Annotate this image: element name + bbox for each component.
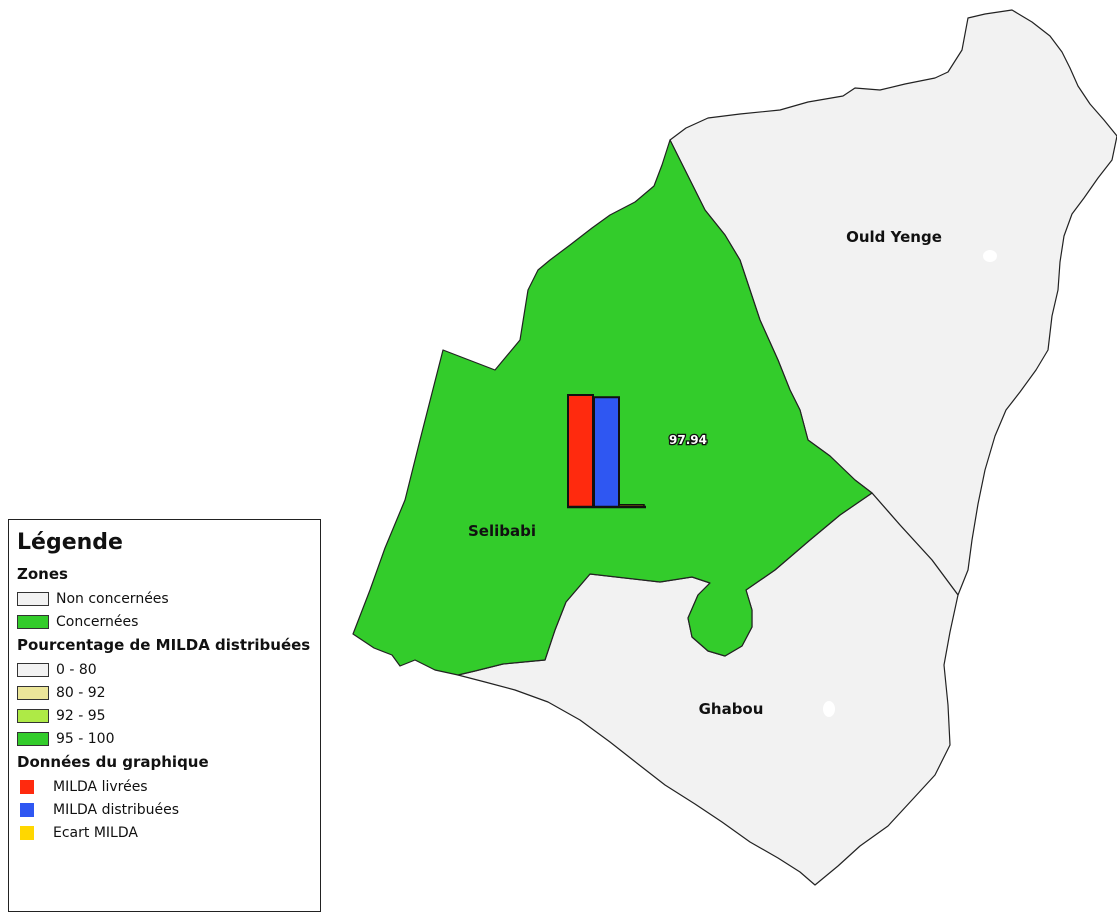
lake-ghabou <box>823 701 835 717</box>
legend-title: Légende <box>17 530 123 555</box>
chart-value-label: 97.94 <box>669 433 707 447</box>
legend-item: Concernées <box>17 610 312 633</box>
legend-label: Non concernées <box>56 590 169 607</box>
legend-swatch-ecart-milda <box>20 825 34 840</box>
legend-item: 95 - 100 <box>17 727 312 750</box>
bar-milda-livrees <box>567 394 594 508</box>
legend-label: 0 - 80 <box>56 661 97 678</box>
legend-swatch-0-80 <box>17 662 49 677</box>
legend-label: MILDA distribuées <box>53 801 180 818</box>
legend-item: Non concernées <box>17 587 312 610</box>
region-label-selibabi: Selibabi <box>468 522 536 540</box>
legend-label: 95 - 100 <box>56 730 115 747</box>
legend-zones-title: Zones <box>17 565 68 583</box>
legend-label: MILDA livrées <box>53 778 148 795</box>
selibabi-bar-chart <box>567 394 646 509</box>
legend-item: MILDA distribuées <box>17 798 312 821</box>
legend-item: MILDA livrées <box>17 775 312 798</box>
legend-swatch-non-concernees <box>17 591 49 606</box>
legend-chart-data-title: Données du graphique <box>17 753 209 771</box>
legend-swatch-80-92 <box>17 685 49 700</box>
legend-swatch-95-100 <box>17 731 49 746</box>
legend-swatch-concernees <box>17 614 49 629</box>
legend: Légende Zones Non concernées Concernées … <box>8 519 321 912</box>
legend-item: 80 - 92 <box>17 681 312 704</box>
legend-label: Ecart MILDA <box>53 824 138 841</box>
legend-item: 0 - 80 <box>17 658 312 681</box>
region-label-ould-yenge: Ould Yenge <box>846 228 942 246</box>
legend-item: 92 - 95 <box>17 704 312 727</box>
legend-label: Concernées <box>56 613 139 630</box>
legend-swatch-milda-distribuees <box>20 802 34 817</box>
region-label-ghabou: Ghabou <box>699 700 764 718</box>
legend-label: 92 - 95 <box>56 707 106 724</box>
legend-swatch-92-95 <box>17 708 49 723</box>
lake-ould-yenge <box>983 250 997 262</box>
legend-percentage-title: Pourcentage de MILDA distribuées <box>17 636 311 654</box>
bar-milda-distribuees <box>593 396 620 508</box>
legend-swatch-milda-livrees <box>20 779 34 794</box>
legend-item: Ecart MILDA <box>17 821 312 844</box>
legend-label: 80 - 92 <box>56 684 106 701</box>
